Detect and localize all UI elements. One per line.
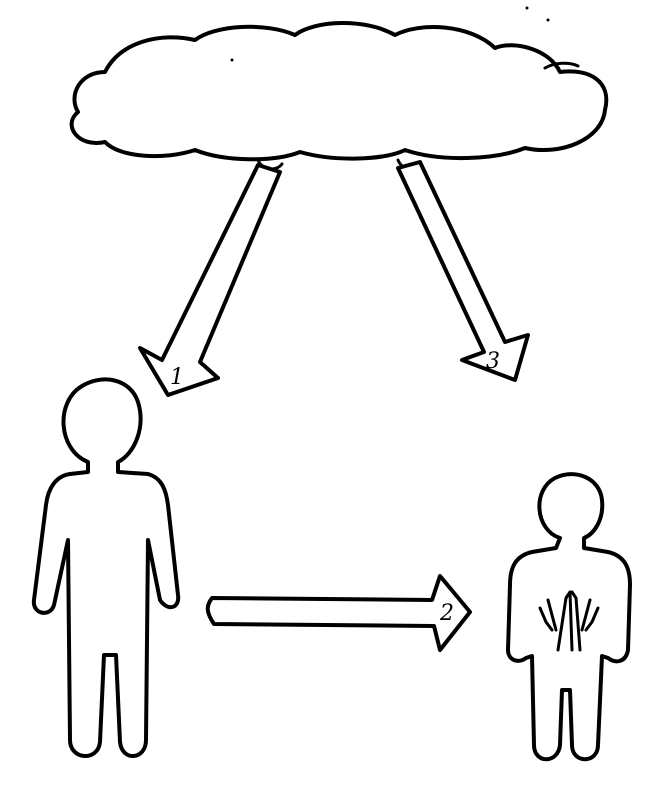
cloud-icon [69,21,609,171]
person-standing-icon [31,377,181,758]
arrow-2: 2 [205,574,472,652]
arrow-2-label: 2 [439,601,454,626]
arrow-1: 1 [138,163,282,397]
arrow-1-label: 1 [170,365,184,390]
person-praying-icon [506,472,632,762]
scan-specks [230,6,550,62]
arrow-3-label: 3 [486,349,500,374]
arrow-3: 3 [396,160,530,382]
